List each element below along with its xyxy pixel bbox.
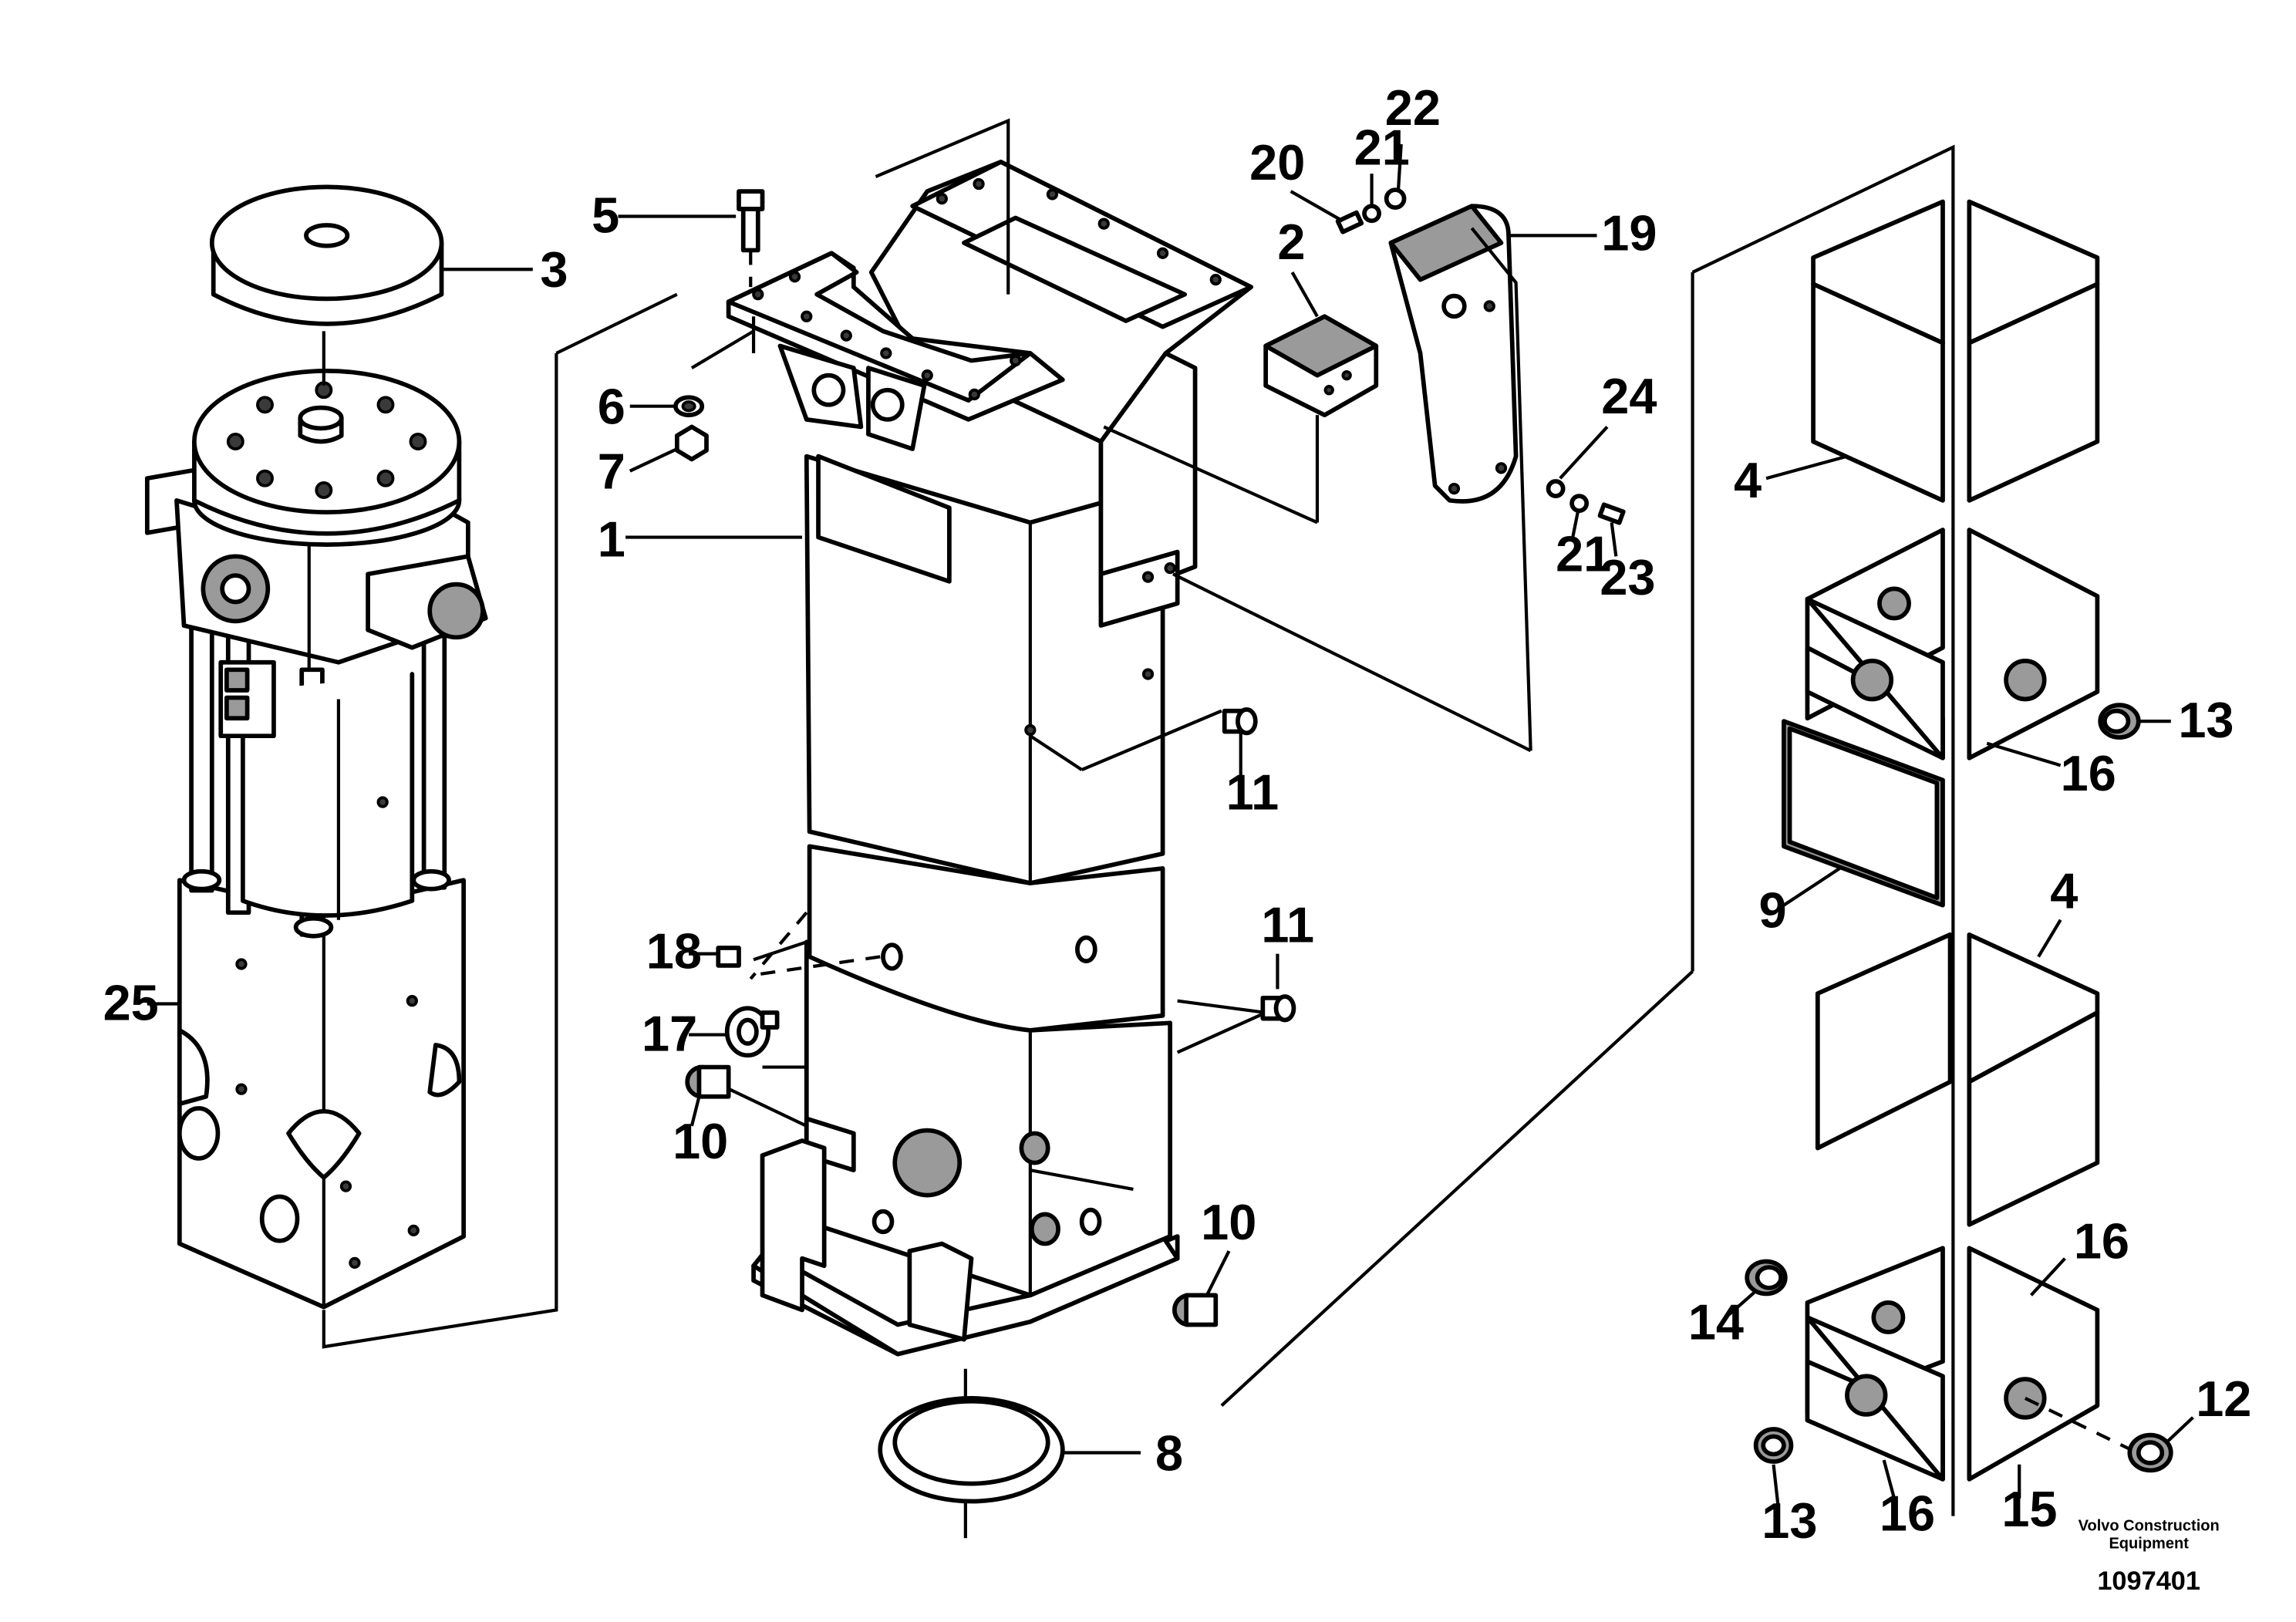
callout-16-right: 16 — [2074, 1213, 2129, 1270]
brand-line-1: Volvo Construction — [2079, 1518, 2220, 1535]
ring-seal — [878, 1396, 1065, 1504]
callout-5: 5 — [592, 187, 619, 244]
drawing-number: 1097401 — [2097, 1566, 2200, 1596]
top-bracket-parts — [1103, 187, 1626, 751]
callout-11-upper: 11 — [1226, 764, 1279, 821]
callout-18: 18 — [646, 923, 702, 980]
callout-21-lower: 21 — [1556, 525, 1611, 582]
housing-assembly — [690, 118, 1532, 1539]
callout-labels: 1 2 3 4 4 5 6 7 8 9 10 10 11 11 12 13 13… — [103, 79, 2252, 1549]
callout-10-left: 10 — [673, 1113, 728, 1169]
screw-20 — [1335, 210, 1364, 234]
callout-24: 24 — [1601, 368, 1657, 424]
callout-4-lower: 4 — [2050, 862, 2078, 919]
callout-10-right: 10 — [1201, 1194, 1256, 1250]
callout-8: 8 — [1155, 1425, 1183, 1481]
leader-lines — [147, 143, 2194, 1505]
bolt-washer-nut — [673, 189, 765, 462]
callout-14: 14 — [1688, 1294, 1744, 1351]
callout-3: 3 — [540, 241, 568, 298]
hammer-cylinder-assembly — [144, 184, 678, 1349]
callout-21-upper: 21 — [1354, 120, 1410, 176]
callout-20: 20 — [1249, 134, 1305, 191]
callout-1: 1 — [598, 511, 625, 567]
callout-19: 19 — [1601, 204, 1657, 261]
brand-line-2: Equipment — [2109, 1536, 2189, 1553]
plugs-and-eye — [685, 706, 1296, 1327]
callout-23: 23 — [1600, 549, 1655, 605]
callout-2: 2 — [1277, 214, 1305, 270]
callout-16-upper: 16 — [2061, 745, 2116, 801]
callout-13-upper: 13 — [2178, 692, 2234, 748]
brand-block: Volvo Construction Equipment 1097401 — [2079, 1518, 2220, 1596]
wear-plate-assembly — [1220, 144, 2173, 1516]
callout-25: 25 — [103, 974, 159, 1030]
callout-16-bottom: 16 — [1880, 1485, 1935, 1542]
callout-6: 6 — [598, 379, 625, 435]
callout-17: 17 — [642, 1006, 697, 1062]
callout-13-lower: 13 — [1762, 1492, 1817, 1549]
callout-9: 9 — [1758, 882, 1786, 938]
callout-12: 12 — [2196, 1371, 2251, 1427]
callout-22: 22 — [1385, 79, 1441, 136]
callout-4-upper: 4 — [1734, 452, 1762, 508]
callout-7: 7 — [598, 443, 625, 500]
callout-11-lower: 11 — [1261, 896, 1314, 953]
callout-15: 15 — [2001, 1481, 2057, 1537]
